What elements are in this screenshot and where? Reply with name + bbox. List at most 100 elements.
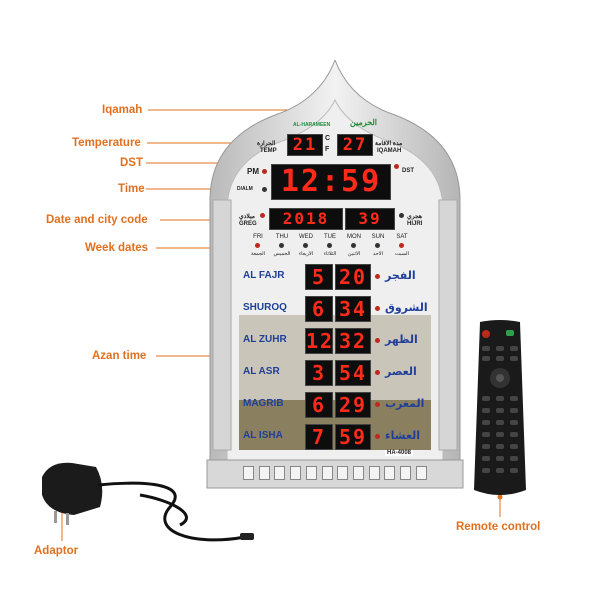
- brand-arabic: الحرمين: [350, 118, 378, 127]
- prayer-name: SHUROQ: [243, 302, 287, 313]
- prayer-hour: 7: [305, 424, 333, 450]
- power-button: [482, 330, 490, 338]
- base-button[interactable]: [337, 466, 349, 480]
- base-button[interactable]: [384, 466, 396, 480]
- iqamah-label: IQAMAH: [377, 148, 402, 154]
- week-day-arabic: الخميس: [273, 251, 291, 257]
- prayer-minute: 59: [335, 424, 371, 450]
- week-day-arabic: الاحد: [373, 251, 383, 257]
- callout-dst: DST: [120, 157, 143, 169]
- prayer-indicator: [375, 370, 380, 375]
- iqamah-arabic-label: مدة الاقامة: [375, 141, 403, 147]
- pm-indicator: [262, 169, 267, 174]
- callout-iqamah: Iqamah: [102, 104, 143, 116]
- prayer-indicator: [375, 338, 380, 343]
- alarm-indicator: [262, 187, 267, 192]
- hijri-indicator: [399, 213, 404, 218]
- week-day-label: SAT: [396, 234, 408, 240]
- base-button[interactable]: [258, 466, 270, 480]
- green-button: [506, 330, 514, 336]
- prayer-minute: 32: [335, 328, 371, 354]
- power-adaptor: [42, 462, 254, 542]
- base-button[interactable]: [353, 466, 365, 480]
- greg-label: GREG: [239, 221, 257, 227]
- brand-latin: AL-HARAMEEN: [293, 122, 331, 128]
- week-day-label: MON: [347, 234, 361, 240]
- prayer-name: AL FAJR: [243, 270, 285, 281]
- prayer-name-arabic: العشاء: [385, 429, 421, 442]
- temp-arabic-label: الحرارة: [257, 141, 276, 147]
- prayer-minute: 34: [335, 296, 371, 322]
- week-day-indicator: [327, 243, 332, 248]
- prayer-hour: 5: [305, 264, 333, 290]
- callout-adaptor: Adaptor: [34, 545, 79, 557]
- remote-control: [474, 320, 526, 495]
- base-button[interactable]: [290, 466, 302, 480]
- city-code-display: 39: [345, 208, 395, 230]
- base-button[interactable]: [274, 466, 286, 480]
- base-button[interactable]: [415, 466, 427, 480]
- callout-date-city: Date and city code: [46, 214, 148, 226]
- prayer-name: AL ZUHR: [243, 334, 287, 345]
- prayer-hour: 6: [305, 392, 333, 418]
- callout-time: Time: [118, 183, 145, 195]
- prayer-name-arabic: الفجر: [385, 269, 416, 282]
- week-day-arabic: الاثنين: [347, 251, 361, 257]
- hijri-arabic-label: هجري: [407, 214, 423, 220]
- week-day-label: FRI: [253, 234, 263, 240]
- prayer-name-arabic: العصر: [385, 365, 417, 378]
- base-button[interactable]: [400, 466, 412, 480]
- greg-indicator: [260, 213, 265, 218]
- base-button[interactable]: [368, 466, 380, 480]
- temperature-display: 21: [287, 134, 323, 156]
- prayer-indicator: [375, 274, 380, 279]
- week-day-label: THU: [275, 234, 289, 240]
- week-day-arabic: الجمعة: [250, 251, 266, 257]
- prayer-name: MAGRIB: [243, 398, 284, 409]
- dst-label: DST: [402, 168, 414, 174]
- week-day-indicator: [375, 243, 380, 248]
- prayer-hour: 3: [305, 360, 333, 386]
- week-day-arabic: السبت: [395, 251, 409, 257]
- base-button[interactable]: [321, 466, 333, 480]
- prayer-indicator: [375, 402, 380, 407]
- prayer-indicator: [375, 306, 380, 311]
- week-day-arabic: الثلاثاء: [323, 251, 337, 257]
- unit-fahrenheit: F: [325, 146, 330, 153]
- prayer-hour: 6: [305, 296, 333, 322]
- prayer-minute: 54: [335, 360, 371, 386]
- callout-week-dates: Week dates: [85, 242, 149, 254]
- temp-label: TEMP: [260, 148, 277, 154]
- week-day-label: WED: [299, 234, 313, 240]
- prayer-name: AL ISHA: [243, 430, 283, 441]
- pm-label: PM: [247, 167, 259, 176]
- base-button[interactable]: [305, 466, 317, 480]
- week-day-indicator: [279, 243, 284, 248]
- prayer-indicator: [375, 434, 380, 439]
- unit-celsius: C: [325, 135, 331, 142]
- iqamah-display: 27: [337, 134, 373, 156]
- base-button[interactable]: [243, 466, 254, 480]
- prayer-name-arabic: الظهر: [385, 333, 418, 346]
- model-label: HA-4008: [385, 450, 414, 456]
- time-display: 12:59: [271, 164, 391, 200]
- base-button-strip: [243, 466, 427, 482]
- dst-indicator: [394, 164, 399, 169]
- prayer-minute: 29: [335, 392, 371, 418]
- week-day-label: SUN: [371, 234, 385, 240]
- prayer-name-arabic: الشروق: [385, 301, 428, 314]
- callout-remote-control: Remote control: [456, 521, 541, 533]
- hijri-label: HIJRI: [407, 221, 423, 227]
- callout-azan-time: Azan time: [92, 350, 147, 362]
- date-year-display: 2018: [269, 208, 343, 230]
- week-day-label: TUE: [324, 234, 336, 240]
- prayer-minute: 20: [335, 264, 371, 290]
- alarm-label: D/ALM: [237, 186, 253, 192]
- week-day-arabic: الاربعاء: [298, 251, 314, 257]
- week-day-indicator: [303, 243, 308, 248]
- week-day-indicator: [399, 243, 404, 248]
- prayer-hour: 12: [305, 328, 335, 354]
- week-day-indicator: [255, 243, 260, 248]
- prayer-name: AL ASR: [243, 366, 280, 377]
- callout-temperature: Temperature: [72, 137, 141, 149]
